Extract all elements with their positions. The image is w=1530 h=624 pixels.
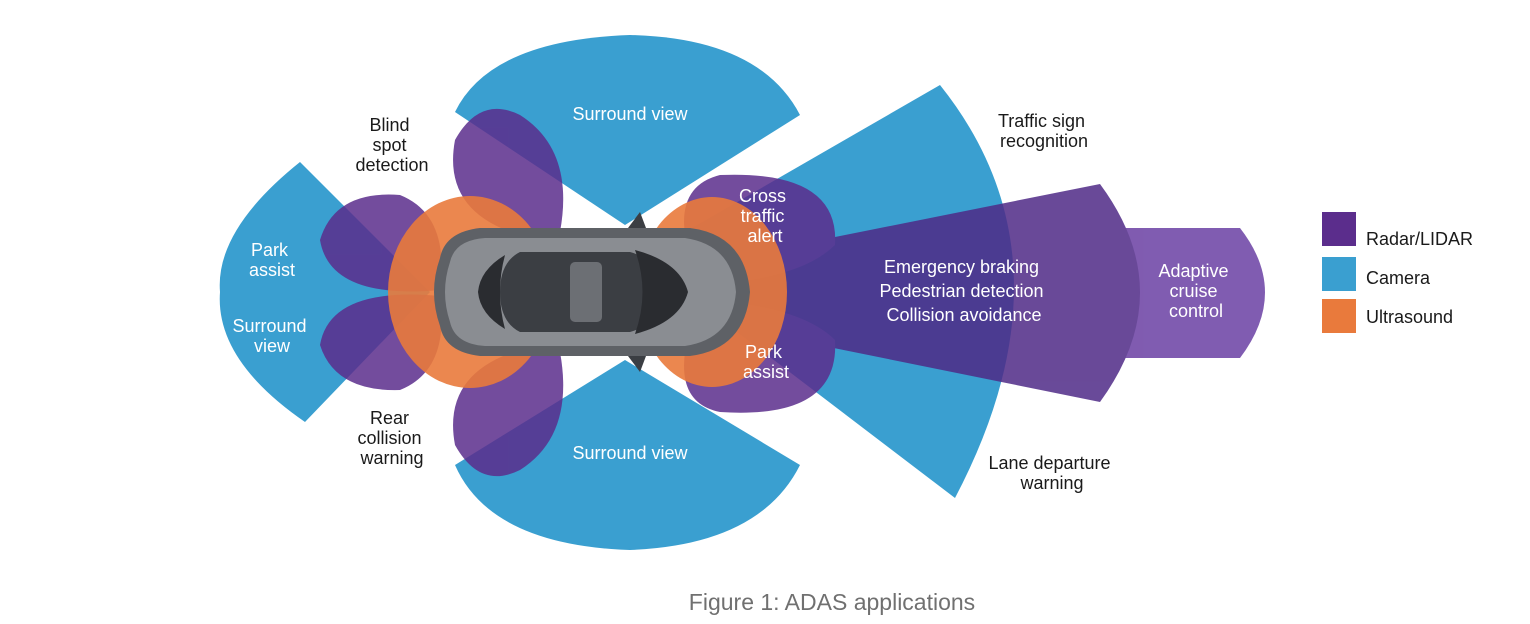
figure-caption: Figure 1: ADAS applications [689,589,975,615]
label-adaptive-cruise-line2: cruise [1169,281,1217,301]
label-adaptive-cruise: Adaptive cruise control [1158,261,1233,321]
label-blind-spot-line1: Blind [369,115,409,135]
car-mirror-top [628,212,646,228]
camera-bottom-fan [455,360,800,550]
legend-swatch-camera [1322,257,1356,291]
label-blind-spot-line3: detection [355,155,428,175]
label-park-assist-front: Park assist [743,342,789,382]
label-collision-avoidance: Collision avoidance [886,305,1041,325]
legend-label-radar: Radar/LIDAR [1366,229,1473,249]
label-rear-collision: Rear collision warning [357,408,426,468]
label-rear-collision-line2: collision [357,428,421,448]
label-surround-view-rear-line2: view [254,336,291,356]
label-surround-view-top: Surround view [572,104,688,124]
label-pedestrian-detection: Pedestrian detection [879,281,1043,301]
label-adaptive-cruise-line1: Adaptive [1158,261,1228,281]
label-cross-traffic-line3: alert [747,226,782,246]
label-rear-collision-line3: warning [359,448,423,468]
label-traffic-sign-line1: Traffic sign [998,111,1085,131]
label-cross-traffic-line1: Cross [739,186,786,206]
label-blind-spot: Blind spot detection [355,115,428,175]
label-cross-traffic: Cross traffic alert [739,186,791,246]
label-traffic-sign-line2: recognition [1000,131,1088,151]
car-sunroof [570,262,602,322]
label-cross-traffic-line2: traffic [741,206,785,226]
label-park-assist-rear-line2: assist [249,260,295,280]
label-emergency-braking: Emergency braking [884,257,1039,277]
label-lane-departure-line2: warning [1019,473,1083,493]
legend-label-camera: Camera [1366,268,1431,288]
label-park-assist-rear: Park assist [249,240,295,280]
legend-swatch-ultrasound [1322,299,1356,333]
label-park-assist-rear-line1: Park [251,240,289,260]
label-park-assist-front-line1: Park [745,342,783,362]
car-rear-window [478,255,505,329]
zone-labels: Surround view Surround view Blind spot d… [232,104,1233,493]
label-traffic-sign: Traffic sign recognition [998,111,1090,151]
car-windshield [635,250,688,334]
car-top-view [434,212,750,372]
label-surround-view-bottom: Surround view [572,443,688,463]
legend: Radar/LIDAR Camera Ultrasound [1322,212,1473,333]
legend-item-camera: Camera [1322,257,1431,291]
label-blind-spot-line2: spot [372,135,406,155]
label-park-assist-front-line2: assist [743,362,789,382]
label-front-center: Emergency braking Pedestrian detection C… [879,257,1048,325]
camera-top-fan [455,35,800,225]
label-lane-departure-line1: Lane departure [988,453,1110,473]
car-mirror-bottom [628,356,646,372]
legend-swatch-radar [1322,212,1356,246]
label-adaptive-cruise-line3: control [1169,301,1223,321]
legend-item-ultrasound: Ultrasound [1322,299,1453,333]
label-surround-view-rear: Surround view [232,316,311,356]
label-lane-departure: Lane departure warning [988,453,1115,493]
legend-label-ultrasound: Ultrasound [1366,307,1453,327]
label-rear-collision-line1: Rear [370,408,409,428]
radar-front-long [745,184,1140,402]
legend-item-radar: Radar/LIDAR [1322,212,1473,249]
label-surround-view-rear-line1: Surround [232,316,306,336]
camera-rear-fan [219,162,430,422]
